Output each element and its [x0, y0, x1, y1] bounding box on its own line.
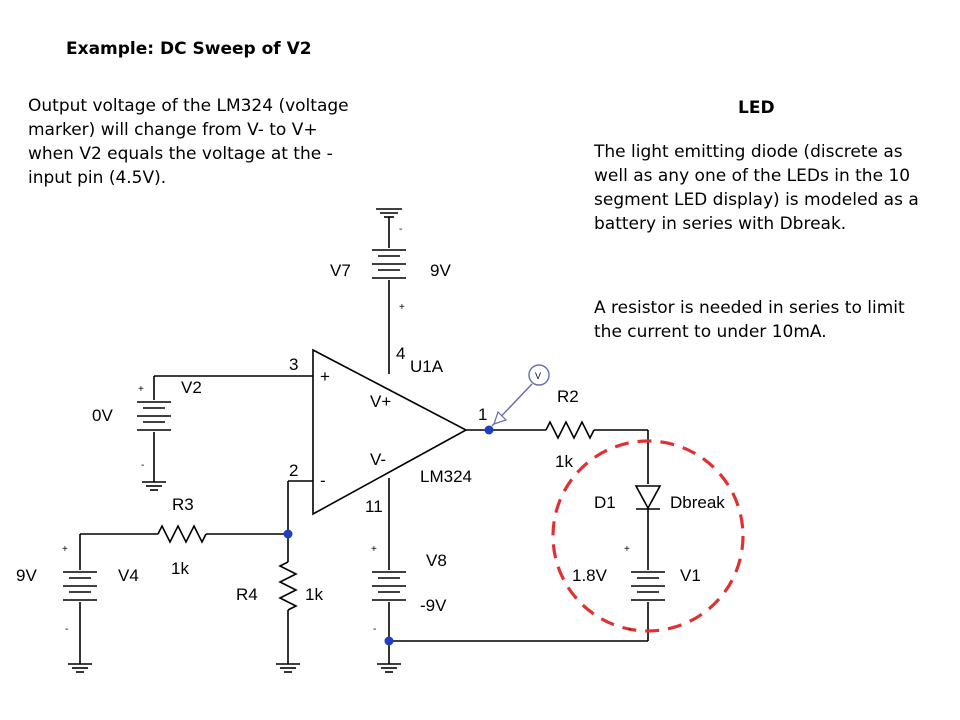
junction-dot — [283, 529, 293, 539]
v4-value: 9V — [16, 566, 37, 585]
junction-dot — [384, 636, 394, 646]
led-model-description: The light emitting diode (discrete as we… — [594, 142, 919, 234]
opamp-pin-vminus: 11 — [365, 497, 383, 516]
slide-title: Example: DC Sweep of V2 — [66, 39, 312, 59]
v7-ref: V7 — [330, 261, 351, 280]
opamp-vminus-label: V- — [370, 450, 386, 469]
v7-plus: + — [399, 302, 405, 313]
led-model-highlight — [551, 439, 745, 633]
r3-ref: R3 — [172, 495, 194, 514]
led-resistor-note: A resistor is needed in series to limit … — [594, 298, 905, 342]
v1-minus: - — [628, 624, 631, 635]
r2-ref: R2 — [557, 387, 579, 406]
v2-ref: V2 — [181, 378, 202, 397]
opamp-pin-minus-input: 2 — [289, 461, 298, 480]
opamp-plus-sign: + — [320, 367, 330, 386]
d1-ref: D1 — [594, 493, 616, 512]
opamp-pin-output: 1 — [478, 405, 487, 424]
voltage-marker: V — [491, 364, 550, 427]
r4-value: 1k — [305, 585, 323, 604]
r3-value: 1k — [171, 559, 189, 578]
v1-ref: V1 — [680, 566, 701, 585]
v2-value: 0V — [92, 406, 113, 425]
v1-plus: + — [624, 544, 630, 555]
v8-plus: + — [371, 544, 377, 555]
v1-value: 1.8V — [572, 566, 608, 585]
v4-ref: V4 — [118, 566, 139, 585]
r4-ref: R4 — [236, 585, 258, 604]
v2-minus: - — [141, 460, 144, 471]
opamp-pin-plus-input: 3 — [289, 355, 298, 374]
d1-model: Dbreak — [670, 493, 725, 512]
v4-minus: - — [65, 624, 68, 635]
v8-ref: V8 — [426, 551, 447, 570]
opamp-pin-vplus: 4 — [396, 344, 405, 363]
led-heading: LED — [738, 98, 775, 118]
opamp-ref: U1A — [410, 357, 444, 376]
r2-value: 1k — [555, 452, 573, 471]
voltage-marker-label: V — [535, 371, 541, 381]
v7-minus: - — [399, 224, 402, 235]
v2-plus: + — [138, 384, 144, 395]
opamp-part: LM324 — [420, 467, 472, 486]
sweep-description: Output voltage of the LM324 (voltage mar… — [28, 96, 349, 188]
v7-value: 9V — [430, 261, 451, 280]
schematic-wires — [63, 208, 665, 673]
v8-minus: - — [373, 624, 376, 635]
junction-dot — [484, 425, 494, 435]
v8-value: -9V — [420, 596, 447, 615]
v4-plus: + — [62, 544, 68, 555]
opamp-minus-sign: - — [320, 471, 326, 490]
opamp-vplus-label: V+ — [370, 392, 391, 411]
